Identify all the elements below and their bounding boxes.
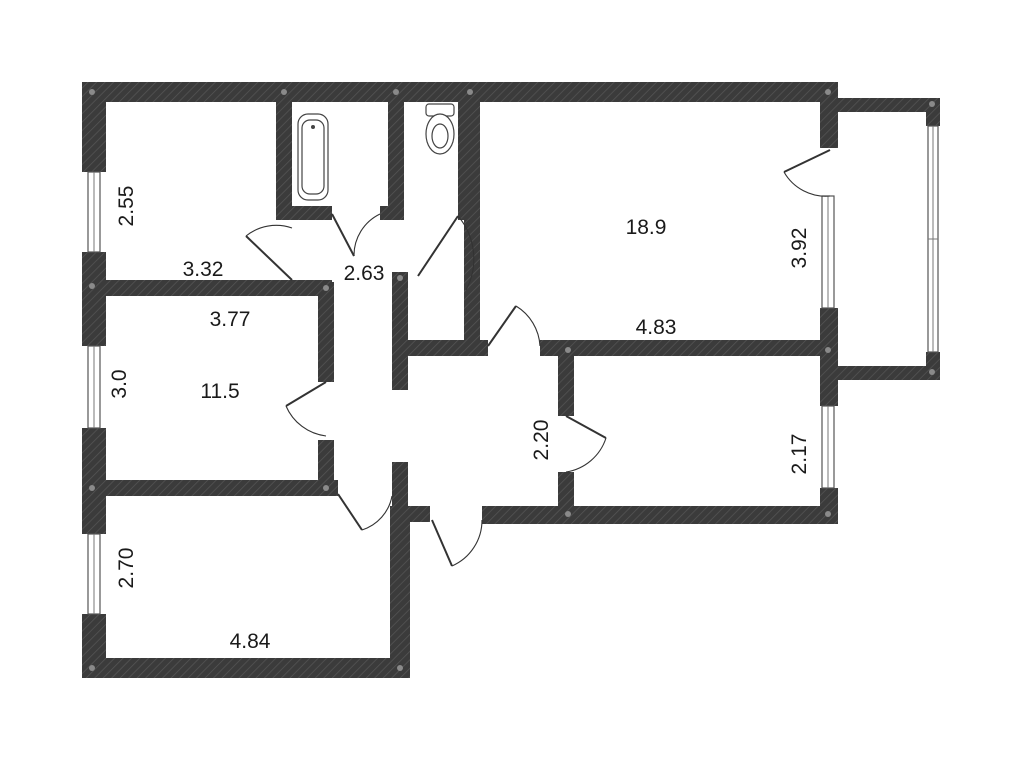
door-bottom-left-room: [337, 493, 393, 531]
label-right-room-height: 2.17: [788, 434, 811, 475]
windows: [87, 125, 939, 615]
window-top-left: [87, 171, 101, 253]
wall-int-pillar-low: [392, 462, 408, 518]
wall-int-pillar: [392, 272, 408, 390]
window-balcony: [927, 125, 939, 353]
wall-int-tl-right: [276, 82, 292, 218]
toilet-icon: [425, 103, 455, 155]
label-top-left-height: 2.55: [115, 186, 138, 227]
label-top-left-width: 3.32: [183, 258, 224, 281]
door-right-room: [565, 415, 607, 473]
wall-int-wc-bottom: [380, 206, 404, 220]
wall-int-large-left: [464, 82, 480, 344]
wall-bottom-right: [482, 506, 838, 524]
wall-int-bath-right: [388, 82, 404, 220]
door-entrance: [431, 519, 483, 567]
wall-right-room-right-2: [820, 488, 838, 524]
window-bottom-left: [87, 533, 101, 615]
doors: [245, 149, 831, 567]
wall-outer-left-1: [82, 82, 106, 172]
door-balcony: [783, 149, 831, 197]
label-mid-left-width: 3.77: [210, 308, 251, 331]
wall-int-ml-right-1: [318, 282, 334, 382]
wall-balcony-bottom: [820, 366, 940, 380]
door-mid-left-room: [285, 381, 327, 437]
wall-int-right-left-2: [558, 472, 574, 522]
label-mid-left-area: 11.5: [200, 380, 239, 403]
window-large-room: [821, 195, 835, 309]
wall-bottom-left: [82, 658, 410, 678]
wall-int-right-left-1: [558, 350, 574, 416]
label-mid-left-height: 3.0: [108, 369, 131, 398]
door-large-room: [487, 305, 541, 347]
label-large-width: 4.83: [636, 316, 677, 339]
window-mid-left: [87, 345, 101, 429]
wall-int-large-bottom-2: [540, 340, 838, 356]
wall-int-bath-bottom: [276, 206, 332, 220]
wall-nodes: [89, 89, 935, 671]
bathtub-icon: [297, 113, 329, 201]
label-hall-width: 2.63: [344, 262, 385, 285]
wall-int-tl-bottom: [82, 280, 332, 296]
label-bottom-left-height: 2.70: [115, 548, 138, 589]
wall-outer-left-2: [82, 252, 106, 346]
dimension-labels: 2.55 3.32 2.63 3.77 3.0 11.5 2.70 4.84 1…: [108, 186, 811, 653]
label-bottom-left-width: 4.84: [230, 630, 271, 653]
label-corridor-width: 2.20: [530, 420, 553, 461]
window-right-room: [821, 405, 835, 489]
wall-balcony-right-2: [926, 352, 940, 380]
wall-bottom-left-right: [390, 512, 410, 678]
door-top-left-room: [245, 224, 293, 281]
door-bathroom: [331, 213, 381, 257]
door-toilet: [417, 215, 475, 291]
label-large-area: 18.9: [626, 216, 667, 239]
wall-int-ml-bottom: [82, 480, 338, 496]
label-large-height: 3.92: [788, 228, 811, 269]
wall-balcony-top: [820, 98, 940, 112]
